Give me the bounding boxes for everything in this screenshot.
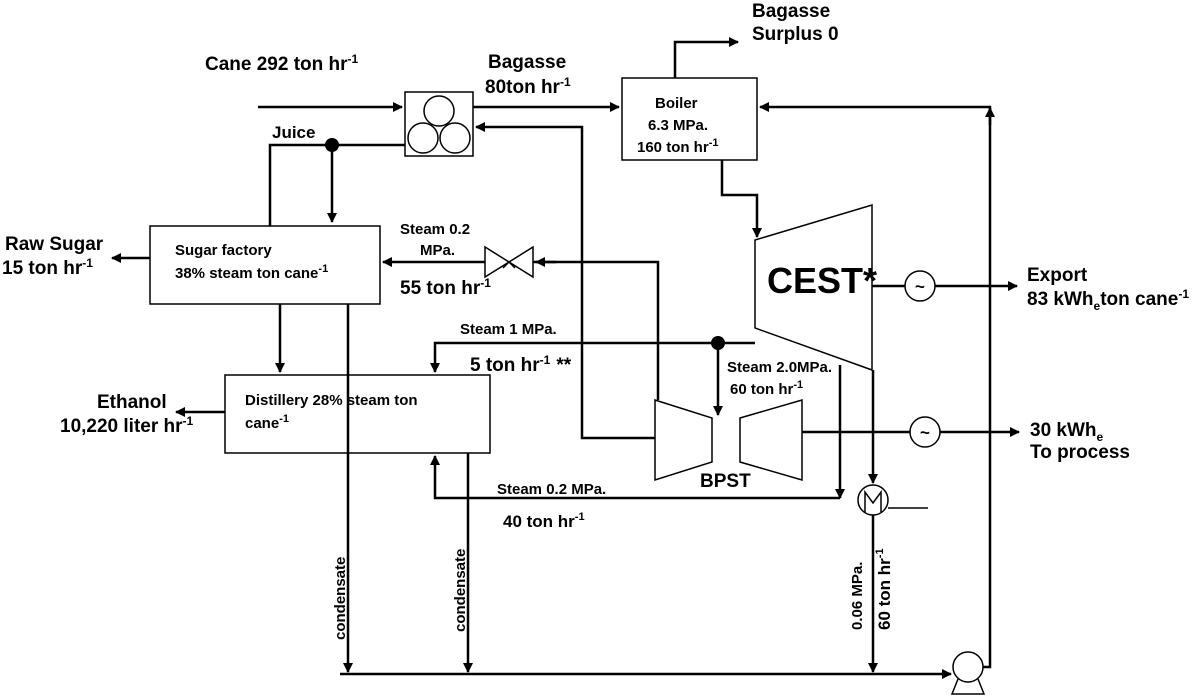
steam-02-b-label-2: 40 ton hr-1 (503, 511, 585, 531)
bpst-generator: ~ (909, 416, 941, 448)
vacuum-flow-label: 60 ton hr-1 (874, 548, 894, 630)
boiler-label-2: 6.3 MPa. (648, 117, 708, 134)
steam-1mpa-flow-label: 5 ton hr-1** (470, 353, 572, 376)
process-power-label-2: To process (1030, 442, 1130, 463)
bagasse-flow-label-1: Bagasse (488, 52, 566, 73)
mill-rollers (404, 91, 474, 157)
export-label-2: 83 kWheton cane-1 (1027, 287, 1189, 313)
condensate-label-1: condensate (332, 557, 349, 640)
steam-1mpa-label: Steam 1 MPa. (460, 321, 557, 338)
bagasse-surplus-label-1: Bagasse (752, 1, 830, 22)
bagasse-flow-label-2: 80ton hr-1 (485, 75, 571, 98)
condensate-label-2: condensate (452, 549, 469, 632)
distillery-label-2: cane-1 (245, 413, 289, 432)
vacuum-pressure-label: 0.06 MPa. (849, 562, 866, 630)
cane-label: Cane 292 ton hr-1 (205, 52, 359, 75)
ethanol-label-1: Ethanol (97, 392, 167, 413)
cest-generator: ~ (904, 270, 936, 302)
flow-lines (111, 37, 1020, 679)
sugar-factory-box (149, 225, 381, 305)
boiler-label-1: Boiler (655, 95, 698, 112)
generator-symbol-2: ~ (920, 423, 930, 442)
steam-02-b-label-1: Steam 0.2 MPa. (497, 481, 606, 498)
bpst-turbine (654, 398, 803, 482)
distillery-label-1: Distillery 28% steam ton (245, 392, 418, 409)
cest-label: CEST* (767, 260, 877, 301)
steam-2mpa-label-2: 60 ton hr-1 (730, 379, 803, 398)
bagasse-surplus-label-2: Surplus 0 (752, 24, 839, 45)
sugar-factory-label-1: Sugar factory (175, 242, 272, 259)
pump (950, 651, 986, 695)
steam-02-label-1: Steam 0.2 (400, 221, 470, 238)
ethanol-label-2: 10,220 liter hr-1 (60, 414, 194, 437)
steam-02-label-3: 55 ton hr-1 (400, 276, 491, 299)
boiler-label-3: 160 ton hr-1 (637, 137, 718, 156)
process-power-label-1: 30 kWhe (1030, 420, 1104, 444)
sugar-factory-label-2: 38% steam ton cane-1 (175, 263, 328, 282)
export-label-1: Export (1027, 265, 1088, 286)
juice-label: Juice (272, 123, 315, 142)
bpst-label: BPST (700, 471, 751, 492)
distillery-box (224, 374, 491, 454)
steam-02-label-2: MPa. (420, 242, 455, 259)
pressure-valve (484, 245, 534, 279)
raw-sugar-label-1: Raw Sugar (5, 234, 104, 255)
condenser (857, 484, 928, 516)
generator-symbol-1: ~ (915, 277, 925, 296)
boiler-box (621, 77, 758, 161)
steam-2mpa-label-1: Steam 2.0MPa. (727, 359, 832, 376)
raw-sugar-label-2: 15 ton hr-1 (2, 256, 93, 279)
